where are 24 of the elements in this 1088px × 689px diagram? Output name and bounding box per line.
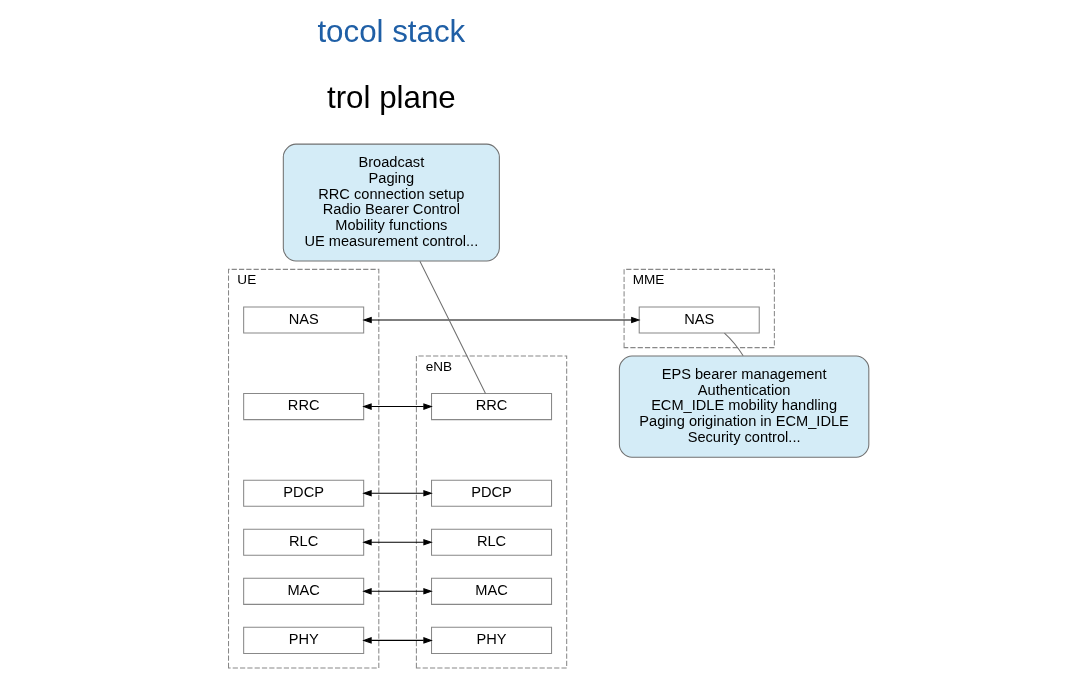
node-box: RRC [430, 393, 552, 421]
connector [723, 332, 744, 357]
node-box: EPS bearer management Authentication ECM_IDLE mobility handling Paging origination in ECM_IDLE Security control... [618, 355, 869, 458]
arrow [361, 403, 433, 410]
node-box: MAC [430, 577, 552, 605]
node-box: RLC [242, 528, 364, 556]
arrow [361, 637, 433, 644]
node-box: MAC [242, 577, 364, 605]
label: tocol stack [316, 13, 465, 49]
node-box: PHY [242, 626, 364, 654]
node-box: NAS [242, 306, 364, 334]
arrow [361, 539, 433, 546]
arrow [361, 588, 433, 595]
node-box: RRC [242, 393, 364, 421]
label: trol plane [326, 79, 456, 115]
node-box: PDCP [242, 479, 364, 507]
connector [418, 260, 486, 394]
node-box: RLC [430, 528, 552, 556]
node-box: NAS [638, 306, 760, 334]
node-box: Broadcast Paging RRC connection setup Radio Bearer Control Mobility functions UE measurement control... [282, 143, 500, 262]
arrow [361, 489, 433, 497]
node-box: PDCP [430, 479, 552, 507]
node-box: PHY [430, 626, 552, 654]
arrow [361, 316, 641, 324]
